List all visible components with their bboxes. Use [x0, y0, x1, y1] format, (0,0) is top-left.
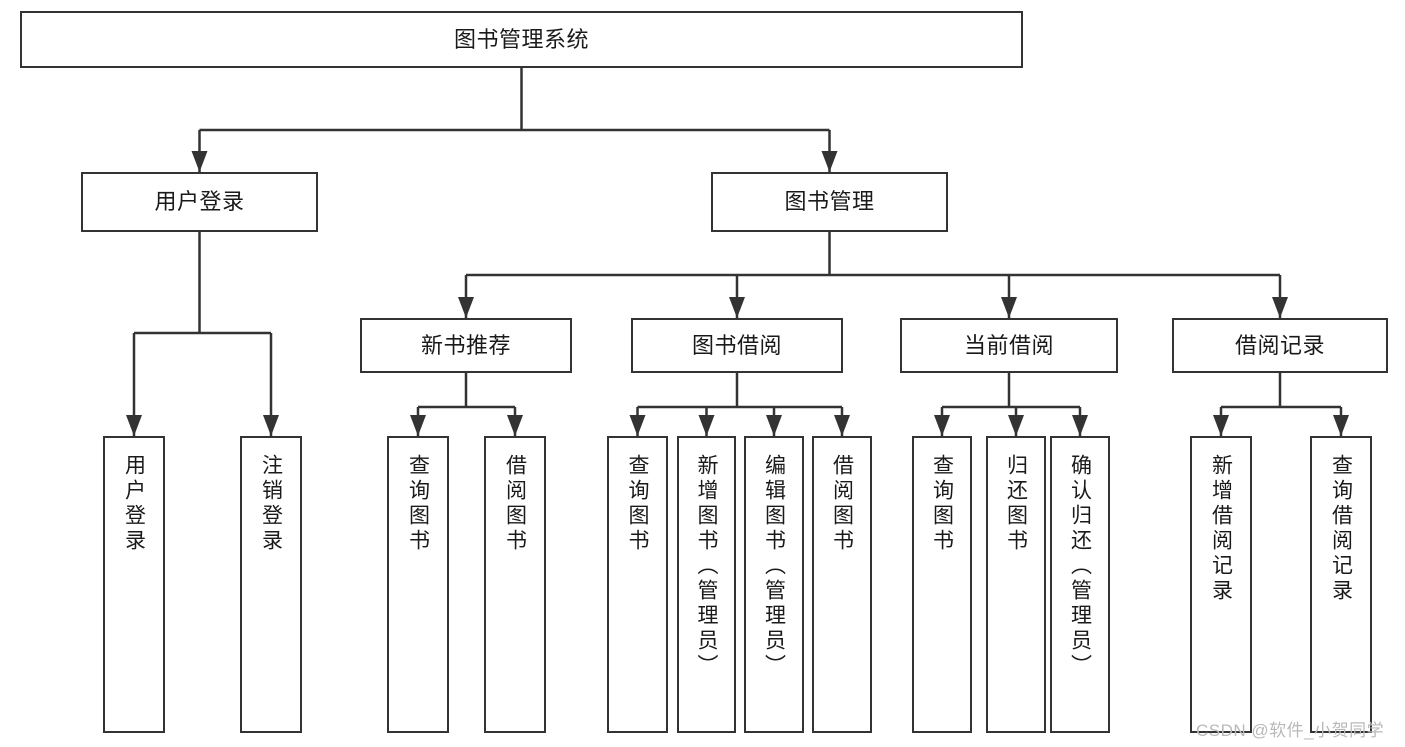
- arrow-head-icon: [1333, 415, 1349, 436]
- node-label: 借阅记录: [1234, 332, 1325, 358]
- node-label: 注销登录: [259, 454, 283, 554]
- node-user-login[interactable]: 用户登录: [81, 172, 318, 232]
- arrow-head-icon: [126, 415, 142, 436]
- node-label: 图书管理: [784, 189, 875, 215]
- node-leaf-edit-book-admin[interactable]: 编辑图书（管理员）: [744, 436, 804, 733]
- node-label: 新增图书（管理员）: [695, 454, 718, 679]
- arrow-head-icon: [934, 415, 950, 436]
- node-label: 用户登录: [122, 454, 146, 554]
- arrow-head-icon: [507, 415, 523, 436]
- node-label: 图书借阅: [691, 332, 782, 358]
- node-label: 查询图书: [930, 454, 954, 554]
- node-leaf-user-logout[interactable]: 注销登录: [240, 436, 302, 733]
- arrow-head-icon: [1072, 415, 1088, 436]
- node-leaf-confirm-return-admin[interactable]: 确认归还（管理员）: [1050, 436, 1110, 733]
- node-leaf-add-book-admin[interactable]: 新增图书（管理员）: [677, 436, 736, 733]
- node-label: 查询图书: [406, 454, 430, 554]
- node-label: 借阅图书: [503, 454, 527, 554]
- node-label: 查询借阅记录: [1329, 454, 1353, 604]
- node-leaf-borrow-book-1[interactable]: 借阅图书: [484, 436, 546, 733]
- arrow-head-icon: [1001, 297, 1017, 318]
- node-new-book-rec[interactable]: 新书推荐: [360, 318, 572, 373]
- node-label: 新书推荐: [420, 332, 511, 358]
- node-label: 归还图书: [1004, 454, 1028, 554]
- arrow-head-icon: [766, 415, 782, 436]
- node-leaf-query-book-2[interactable]: 查询图书: [607, 436, 668, 733]
- arrow-head-icon: [1008, 415, 1024, 436]
- node-leaf-query-book-1[interactable]: 查询图书: [387, 436, 449, 733]
- arrow-head-icon: [629, 415, 646, 436]
- node-book-borrow[interactable]: 图书借阅: [631, 318, 843, 373]
- node-book-manage[interactable]: 图书管理: [711, 172, 948, 232]
- node-current-borrow[interactable]: 当前借阅: [900, 318, 1118, 373]
- node-label: 编辑图书（管理员）: [762, 454, 786, 679]
- node-label: 新增借阅记录: [1209, 454, 1233, 604]
- arrow-head-icon: [729, 297, 745, 318]
- node-leaf-add-borrow-record[interactable]: 新增借阅记录: [1190, 436, 1252, 733]
- node-label: 图书管理系统: [453, 26, 589, 52]
- node-leaf-return-book[interactable]: 归还图书: [986, 436, 1046, 733]
- node-label: 借阅图书: [830, 454, 854, 554]
- node-borrow-record[interactable]: 借阅记录: [1172, 318, 1388, 373]
- node-label: 查询图书: [626, 454, 649, 554]
- arrow-head-icon: [1213, 415, 1229, 436]
- node-leaf-user-login[interactable]: 用户登录: [103, 436, 165, 733]
- node-label: 当前借阅: [963, 332, 1054, 358]
- arrow-head-icon: [698, 415, 715, 436]
- node-root[interactable]: 图书管理系统: [20, 11, 1023, 68]
- arrow-head-icon: [821, 151, 838, 172]
- arrow-head-icon: [410, 415, 426, 436]
- node-label: 用户登录: [154, 189, 245, 215]
- node-leaf-query-book-3[interactable]: 查询图书: [912, 436, 972, 733]
- arrow-head-icon: [458, 297, 474, 318]
- arrow-head-icon: [263, 415, 279, 436]
- node-leaf-borrow-book-2[interactable]: 借阅图书: [812, 436, 872, 733]
- node-label: 确认归还（管理员）: [1068, 454, 1092, 679]
- arrow-head-icon: [1272, 297, 1288, 318]
- arrow-head-icon: [834, 415, 850, 436]
- node-leaf-query-borrow-record[interactable]: 查询借阅记录: [1310, 436, 1372, 733]
- arrow-head-icon: [191, 151, 208, 172]
